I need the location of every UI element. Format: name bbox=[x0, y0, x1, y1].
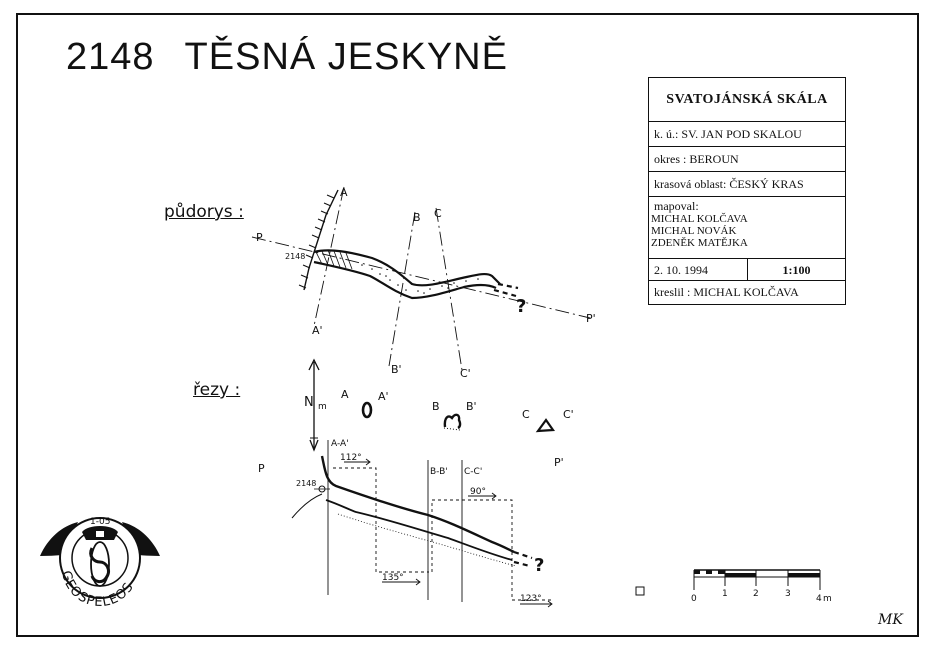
sheet-frame bbox=[16, 13, 919, 637]
scale-bar bbox=[635, 569, 821, 596]
locality: SVATOJÁNSKÁ SKÁLA bbox=[649, 78, 845, 122]
plan-passage-north-wall bbox=[313, 249, 501, 287]
section-label-c-prime: C' bbox=[563, 408, 574, 421]
surveyors-label: mapoval: bbox=[654, 199, 699, 213]
profile-cut-label-bb: B-B' bbox=[430, 467, 448, 477]
plan-line-p bbox=[251, 236, 591, 319]
plan-label-a-prime: A' bbox=[312, 324, 323, 337]
slope-arrow-3 bbox=[382, 578, 421, 586]
map-scale: 1:100 bbox=[747, 259, 845, 280]
profile-label-p: P bbox=[258, 462, 265, 475]
profile-sediment bbox=[337, 513, 517, 567]
plan-cave-number: 2148 bbox=[285, 252, 305, 261]
plan-continuation bbox=[497, 282, 519, 290]
north-arrow bbox=[308, 358, 320, 452]
section-label-a-prime: A' bbox=[378, 390, 389, 403]
plan-label-p-prime: P' bbox=[586, 312, 596, 325]
plan-sediment-dots bbox=[361, 264, 479, 294]
scale-unit: m bbox=[823, 594, 832, 604]
cave-name: TĚSNÁ JESKYNĚ bbox=[184, 36, 508, 78]
scale-tick-label: 3 bbox=[785, 589, 791, 599]
profile-cave-number: 2148 bbox=[296, 479, 316, 488]
slope-label-3: 135° bbox=[382, 573, 404, 583]
plan-label-b-prime: B' bbox=[391, 363, 402, 376]
district: okres : BEROUN bbox=[649, 147, 845, 172]
plan-label-b: B bbox=[413, 211, 421, 224]
logo-s-mark bbox=[89, 547, 110, 584]
plan-passage-south-wall bbox=[313, 260, 497, 300]
section-label-c: C bbox=[522, 408, 530, 421]
section-c-shape bbox=[535, 418, 556, 433]
slope-label-2: 90° bbox=[470, 487, 486, 497]
plan-line-c bbox=[435, 207, 463, 371]
scale-square-mark bbox=[635, 586, 645, 596]
scale-tick-label: 2 bbox=[753, 589, 759, 599]
drawn-by: kreslil : MICHAL KOLČAVA bbox=[654, 285, 799, 299]
slope-label-4: 123° bbox=[520, 594, 542, 604]
surveyors: mapoval: MICHAL KOLČAVA MICHAL NOVÁK ZDE… bbox=[649, 197, 845, 259]
author-signature: MK bbox=[878, 612, 903, 628]
profile-cut-label-aa: A-A' bbox=[331, 439, 349, 449]
section-b-floor bbox=[443, 427, 461, 431]
plan-cliff bbox=[303, 189, 339, 291]
profile-end-mark: ? bbox=[534, 555, 544, 576]
surveyor-name: MICHAL KOLČAVA bbox=[651, 213, 748, 225]
plan-heading: půdorys : bbox=[164, 202, 244, 222]
profile-cut-label-cc: C-C' bbox=[464, 467, 482, 477]
cave-title: 2148 TĚSNÁ JESKYNĚ bbox=[66, 36, 508, 79]
scale-segments bbox=[694, 570, 820, 577]
surveyor-name: MICHAL NOVÁK bbox=[651, 225, 737, 237]
survey-leg-1 bbox=[333, 467, 429, 573]
surveyor-name: ZDENĚK MATĚJKA bbox=[651, 237, 748, 249]
scale-tick-label: 1 bbox=[722, 589, 728, 599]
plan-continuation-2 bbox=[493, 288, 517, 298]
section-b-shape bbox=[443, 413, 462, 430]
profile-continuation bbox=[513, 550, 533, 560]
scale-tick-label: 0 bbox=[691, 594, 697, 604]
sections-heading: řezy : bbox=[193, 380, 241, 400]
logo-lamp bbox=[96, 531, 104, 537]
profile-surface bbox=[291, 493, 323, 519]
profile-ceiling bbox=[320, 455, 515, 554]
plan-line-b bbox=[388, 211, 416, 367]
profile-continuation-2 bbox=[513, 560, 531, 568]
north-label: N bbox=[304, 395, 314, 410]
section-label-b-prime: B' bbox=[466, 400, 477, 413]
karst-area: krasová oblast: ČESKÝ KRAS bbox=[649, 172, 845, 197]
slope-arrow-4 bbox=[520, 600, 553, 608]
cadastral-area: k. ú.: SV. JAN POD SKALOU bbox=[649, 122, 845, 147]
logo-top-text: 1-05 bbox=[90, 517, 110, 527]
slope-arrow-1 bbox=[344, 458, 371, 466]
scale-tick-label: 4 bbox=[816, 594, 822, 604]
logo-figure bbox=[90, 541, 110, 587]
profile-label-p-prime: P' bbox=[554, 456, 564, 469]
slope-label-1: 112° bbox=[340, 453, 362, 463]
plan-view bbox=[251, 186, 591, 371]
plan-label-c-prime: C' bbox=[460, 367, 471, 380]
plan-label-a: A bbox=[340, 186, 348, 199]
profile-view bbox=[291, 440, 553, 608]
slope-arrow-2 bbox=[468, 492, 497, 500]
survey-date: 2. 10. 1994 bbox=[654, 263, 708, 277]
profile-floor bbox=[325, 499, 513, 561]
cave-number: 2148 bbox=[66, 36, 155, 78]
survey-leg-2 bbox=[431, 499, 552, 601]
section-a-shape bbox=[361, 401, 373, 419]
plan-entrance-hatch bbox=[315, 249, 353, 270]
plan-cliff-hatch bbox=[298, 194, 335, 289]
plan-label-c: C bbox=[434, 207, 442, 220]
plan-label-p: P bbox=[256, 231, 263, 244]
geospeleos-logo: 1-05 GEOSPELEOS bbox=[40, 517, 160, 610]
date-scale-row: 2. 10. 1994 1:100 bbox=[649, 259, 845, 281]
section-label-a: A bbox=[341, 388, 349, 401]
section-label-b: B bbox=[432, 400, 440, 413]
north-sub-label: m bbox=[318, 402, 327, 412]
plan-end-mark: ? bbox=[516, 296, 526, 317]
title-block: SVATOJÁNSKÁ SKÁLA k. ú.: SV. JAN POD SKA… bbox=[648, 77, 846, 305]
